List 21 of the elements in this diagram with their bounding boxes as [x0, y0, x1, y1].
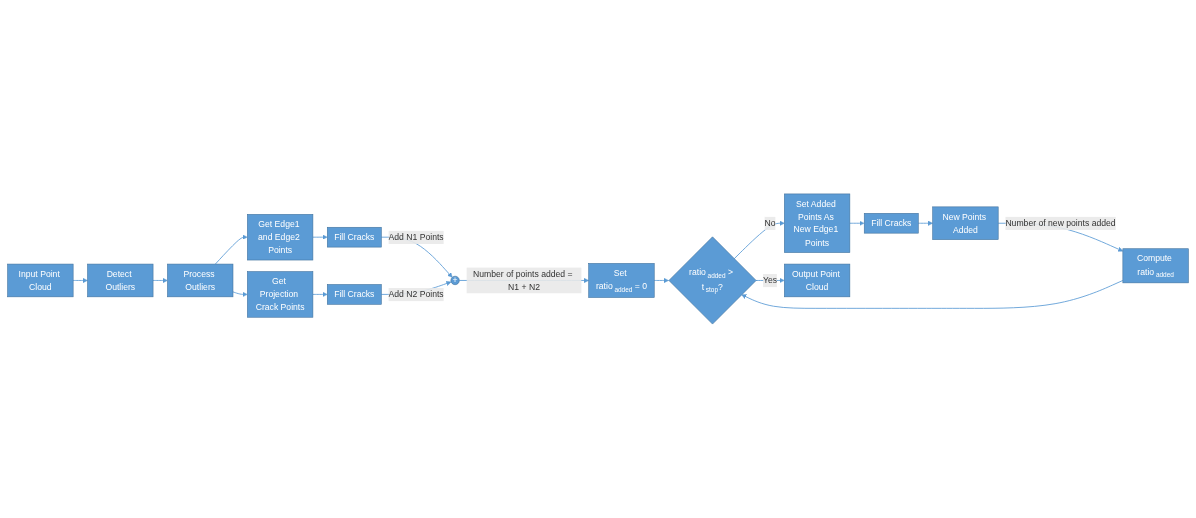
- node-box: Fill Cracks: [327, 227, 382, 248]
- edge-label: Number of new points added: [1005, 217, 1116, 228]
- node-diamond: ratio$_{added}$ > t$_{stop}$?: [668, 236, 757, 325]
- node-box: Output Point Cloud: [784, 263, 851, 298]
- edge-label: Yes: [763, 275, 778, 285]
- node-box: Fill Cracks: [863, 213, 919, 234]
- edge-label: Number of points added = N1 + N2: [473, 268, 573, 292]
- node-box: Process Outliers: [167, 263, 234, 298]
- node-circle: +: [450, 275, 460, 285]
- edge-label: No: [764, 217, 776, 228]
- edge-label: Add N1 Points: [388, 231, 444, 242]
- node-box: Get Edge1 and Edge2 Points: [247, 214, 314, 261]
- edge-label: Add N2 Points: [388, 289, 444, 299]
- node-box: Compute ratio$_{added}$: [1122, 248, 1189, 284]
- node-box: Set ratio$_{added}$ = 0: [588, 263, 655, 298]
- node-box: Input Point Cloud: [7, 263, 74, 298]
- node-box: Get Projection Crack Points: [247, 271, 314, 318]
- node-box: Fill Cracks: [327, 284, 382, 305]
- node-box: New Points Added: [932, 206, 999, 240]
- node-box: Detect Outliers: [87, 263, 154, 298]
- node-box: Set Added Points As New Edge1 Points: [784, 193, 851, 253]
